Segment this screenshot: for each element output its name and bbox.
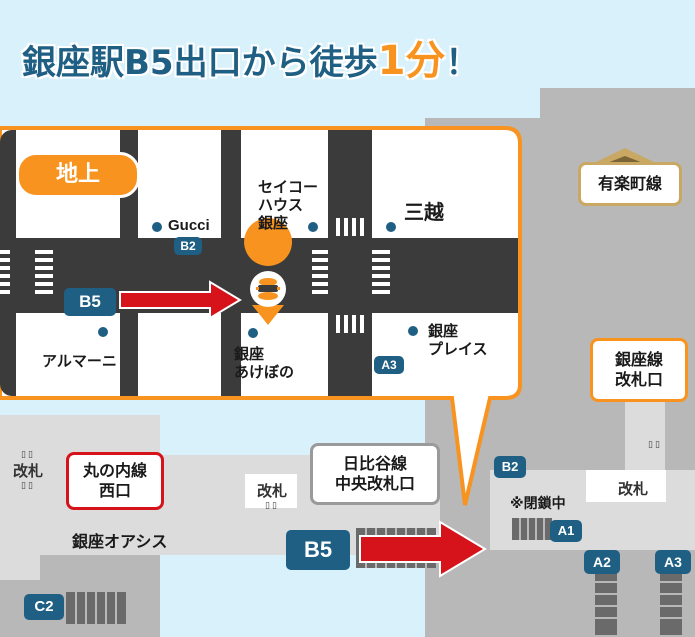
exit-a3: A3	[655, 550, 691, 574]
exit-a1: A1	[550, 520, 582, 542]
armani-label: アルマーニ	[42, 352, 117, 370]
headline: 銀座駅B5出口から徒歩1分！	[22, 28, 479, 86]
headline-text: 銀座駅B5出口から徒歩	[22, 43, 378, 83]
headline-emphasis: 1分	[377, 38, 446, 84]
exit-b2-ground: B2	[174, 237, 202, 255]
ginza-oasis-label: 銀座オアシス	[72, 532, 168, 551]
exit-a2: A2	[584, 550, 620, 574]
ginza-line-ticket-gate: 改札	[617, 480, 648, 498]
mitsukoshi-dot	[386, 222, 396, 232]
gate-glyph-vertical: ▯▯	[648, 440, 662, 450]
exit-b5-underground: B5	[286, 530, 350, 570]
seiko-label: セイコー ハウス 銀座	[258, 178, 319, 232]
exit-b2-underground: B2	[494, 456, 526, 478]
akebono-dot	[248, 328, 258, 338]
exit-b5-ground: B5	[64, 288, 116, 316]
ginza-line-gate-sign: 銀座線 改札口	[590, 338, 688, 402]
gucci-dot	[152, 222, 162, 232]
armani-dot	[98, 327, 108, 337]
yurakucho-line-sign: 有楽町線	[578, 162, 682, 206]
ground-level-badge: 地上	[16, 152, 140, 198]
marunouchi-ticket-gate: ▯▯ 改札 ▯▯	[12, 450, 43, 491]
exit-c2: C2	[24, 594, 64, 620]
marunouchi-line-gate-sign: 丸の内線 西口	[66, 452, 164, 510]
headline-tail: ！	[445, 43, 480, 83]
gucci-label: Gucci	[168, 217, 210, 234]
shop-logo-icon	[253, 276, 283, 302]
seiko-dot	[308, 222, 318, 232]
exit-a3-ground: A3	[374, 356, 404, 374]
ginza-place-label: 銀座 プレイス	[428, 322, 488, 358]
closed-note: ※閉鎖中	[510, 496, 566, 512]
akebono-label: 銀座 あけぼの	[234, 345, 295, 381]
ginza-place-dot	[408, 326, 418, 336]
hibiya-ticket-gate: 改札 ▯▯	[256, 482, 287, 511]
hibiya-line-gate-sign: 日比谷線 中央改札口	[310, 443, 440, 505]
mitsukoshi-label: 三越	[404, 200, 444, 224]
